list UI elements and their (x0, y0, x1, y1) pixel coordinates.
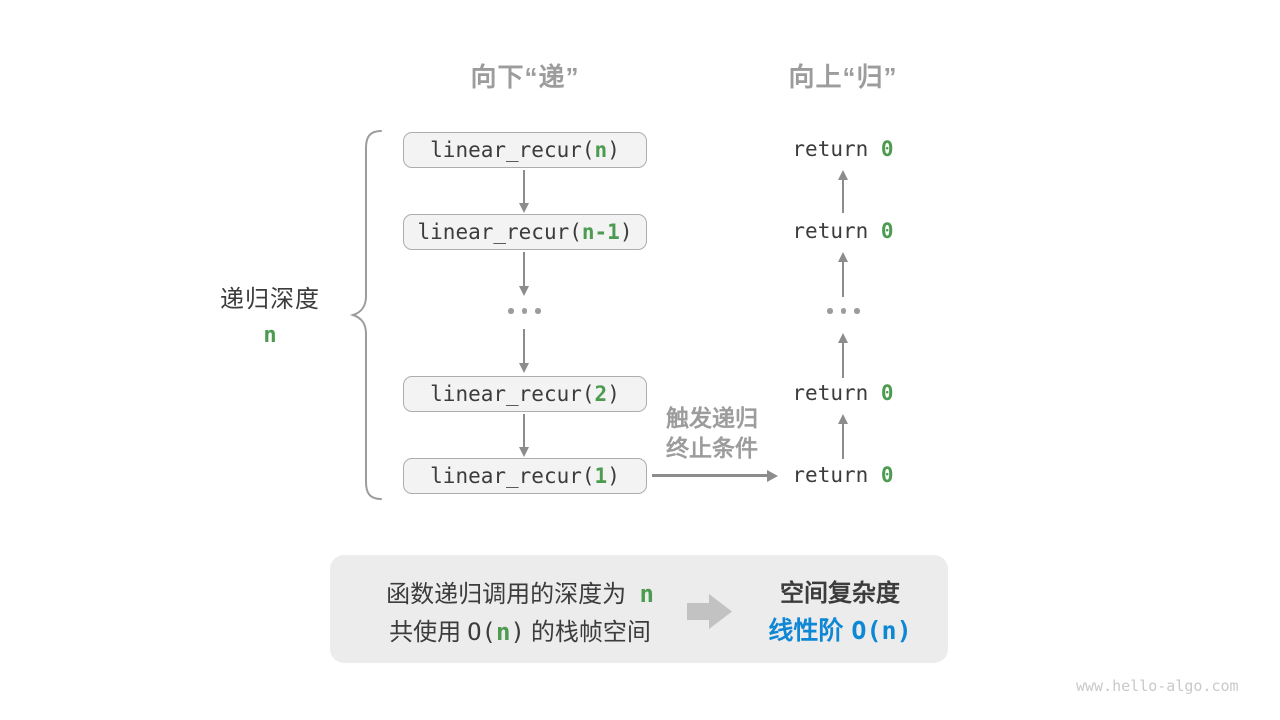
summary-n: n (639, 580, 654, 608)
implies-arrow-icon (687, 594, 732, 629)
summary-text: 的栈帧空间 (530, 619, 651, 646)
call-box-arg: n (594, 138, 608, 162)
depth-value: n (263, 323, 277, 348)
complexity-class: 线性阶 (768, 617, 844, 645)
return-row-2: return 0 (783, 219, 903, 245)
arrow-down-icon (518, 170, 530, 213)
site-watermark: www.hello-algo.com (1076, 677, 1239, 695)
return-row-4: return 0 (783, 463, 903, 489)
big-o-open: O( (467, 618, 496, 646)
return-text: return (792, 137, 881, 161)
call-box-text: ) (607, 382, 620, 406)
call-box-text: linear_recur( (417, 220, 582, 244)
ellipsis-dots (508, 308, 541, 314)
return-row-1: return 0 (783, 137, 903, 163)
big-o-close: ) (510, 618, 525, 646)
big-o-close: ) (896, 616, 912, 645)
call-box-3: linear_recur(2) (403, 376, 647, 412)
call-box-text: linear_recur( (430, 382, 595, 406)
call-box-text: linear_recur( (430, 464, 595, 488)
arrow-up-icon (837, 414, 849, 459)
call-box-1: linear_recur(n) (403, 132, 647, 168)
big-o-open: O( (851, 616, 882, 645)
call-box-text: linear_recur( (430, 138, 595, 162)
arrow-up-icon (837, 170, 849, 213)
arrow-down-icon (518, 329, 530, 373)
call-box-text: ) (607, 138, 620, 162)
return-text: return (792, 219, 881, 243)
depth-brace-icon (349, 130, 382, 500)
summary-text: 共使用 (389, 619, 462, 646)
base-case-label: 触发递归 终止条件 (638, 403, 786, 463)
return-text: return (792, 381, 881, 405)
call-box-arg: 1 (594, 464, 608, 488)
return-value: 0 (880, 219, 894, 243)
base-case-line2: 终止条件 (666, 435, 758, 461)
return-row-3: return 0 (783, 381, 903, 407)
call-box-arg: 2 (594, 382, 608, 406)
complexity-title: 空间复杂度 (780, 580, 900, 607)
summary-text: 函数递归调用的深度为 (386, 581, 627, 608)
call-box-4: linear_recur(1) (403, 458, 647, 494)
call-box-text: ) (619, 220, 633, 244)
big-o-n: n (496, 618, 511, 646)
arrow-down-icon (518, 252, 530, 296)
arrow-up-icon (837, 333, 849, 378)
base-case-line1: 触发递归 (666, 405, 758, 431)
return-value: 0 (880, 381, 894, 405)
return-value: 0 (880, 137, 894, 161)
depth-label: 递归深度 (220, 286, 320, 313)
phase-header-down: 向下“递” (470, 62, 580, 92)
arrow-up-icon (837, 252, 849, 297)
summary-line-1: 函数递归调用的深度为 n (360, 574, 680, 609)
call-box-2: linear_recur(n-1) (403, 214, 647, 250)
ellipsis-dots (827, 308, 860, 314)
return-value: 0 (880, 463, 894, 487)
return-text: return (792, 463, 881, 487)
phase-header-up: 向上“归” (788, 62, 898, 92)
call-box-text: ) (607, 464, 620, 488)
arrow-right-icon (652, 469, 778, 482)
arrow-down-icon (518, 414, 530, 457)
depth-label-block: 递归深度 n (200, 279, 340, 348)
call-box-arg: n-1 (581, 220, 620, 244)
big-o-n: n (881, 616, 897, 645)
